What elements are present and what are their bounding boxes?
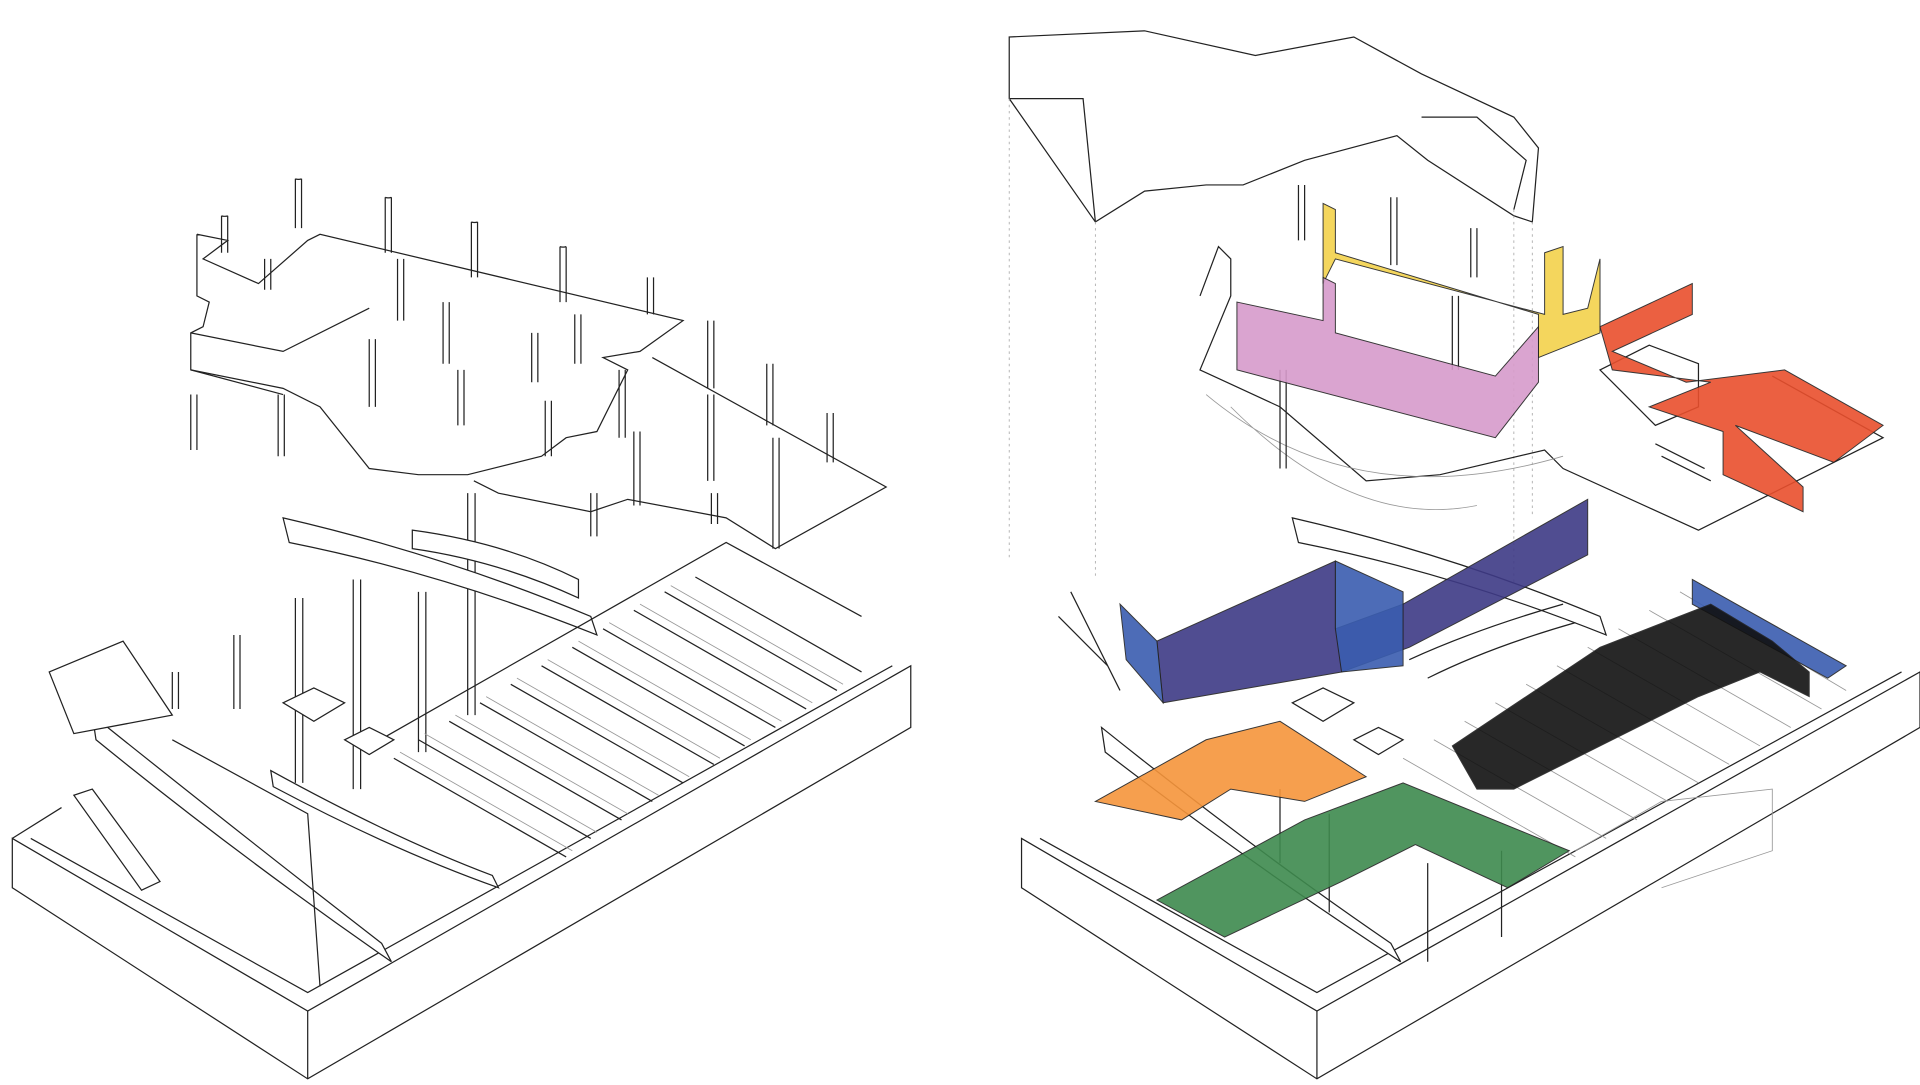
program-view xyxy=(1008,30,1920,1080)
trusses xyxy=(368,541,862,858)
upper-floor-right xyxy=(1199,184,1885,531)
panel-yellow xyxy=(1322,202,1601,359)
roof-volume xyxy=(1008,30,1540,592)
curved-beams xyxy=(48,517,598,963)
panel-blue-left xyxy=(1119,602,1164,705)
lower-structure-right xyxy=(1058,517,1847,963)
structural-view xyxy=(11,178,912,1080)
panel-green xyxy=(1155,782,1571,938)
cores xyxy=(172,687,396,987)
columns xyxy=(171,178,834,790)
program-panels xyxy=(1093,202,1884,938)
upper-floor-slab xyxy=(190,233,888,550)
base-box-right xyxy=(1020,671,1920,1080)
panel-blue-mid xyxy=(1334,560,1404,673)
panel-blue-right xyxy=(1691,578,1848,679)
panel-red xyxy=(1599,282,1884,513)
panel-black xyxy=(1451,603,1810,790)
base-box xyxy=(11,664,912,1080)
panel-orange xyxy=(1093,720,1368,821)
panel-pink xyxy=(1236,276,1539,439)
